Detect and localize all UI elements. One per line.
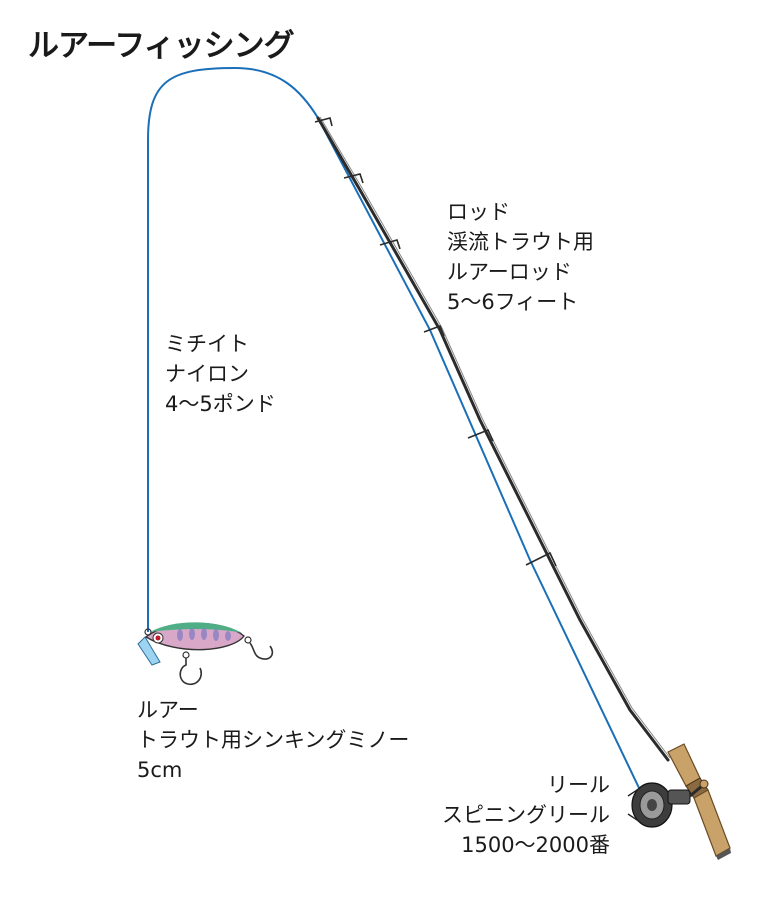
reel-label: リール スピニングリール 1500〜2000番 bbox=[442, 770, 610, 860]
line-label-line: ナイロン bbox=[165, 362, 249, 386]
rod-label-line: 5〜6フィート bbox=[447, 290, 579, 314]
rod-label-line: ルアーロッド bbox=[447, 260, 572, 284]
rod-guides bbox=[314, 117, 557, 567]
line-label-line: 4〜5ポンド bbox=[165, 392, 276, 416]
line-label: ミチイト ナイロン 4〜5ポンド bbox=[165, 329, 276, 419]
lure-label-line: トラウト用シンキングミノー bbox=[137, 728, 410, 752]
rod-label-line: 渓流トラウト用 bbox=[447, 230, 594, 254]
lure-label: ルアー トラウト用シンキングミノー 5cm bbox=[137, 695, 409, 785]
diagram-title: ルアーフィッシング bbox=[28, 28, 295, 64]
spinning-reel bbox=[627, 779, 709, 828]
reel-label-line: スピニングリール bbox=[442, 803, 610, 827]
lure-label-line: 5cm bbox=[137, 758, 183, 782]
reel-label-line: リール bbox=[547, 773, 610, 797]
lure-minnow bbox=[137, 622, 274, 686]
lure-label-line: ルアー bbox=[137, 698, 199, 722]
line-label-line: ミチイト bbox=[165, 332, 249, 356]
rod-blank bbox=[316, 116, 670, 762]
rod-label-line: ロッド bbox=[447, 200, 510, 224]
rod-label: ロッド 渓流トラウト用 ルアーロッド 5〜6フィート bbox=[447, 197, 594, 317]
fishing-line bbox=[147, 66, 641, 791]
reel-label-line: 1500〜2000番 bbox=[461, 833, 610, 857]
